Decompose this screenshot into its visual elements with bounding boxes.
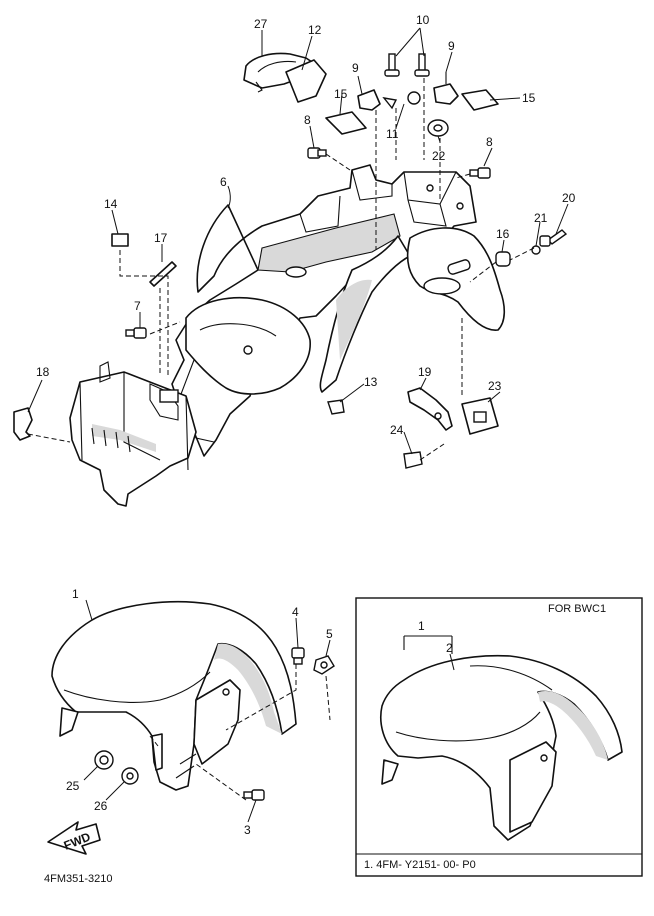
callout-8a: 8 bbox=[304, 113, 311, 127]
bolt-8-left bbox=[307, 147, 327, 159]
pad-left bbox=[325, 111, 367, 135]
battery-band-clip bbox=[13, 407, 33, 441]
figure-code: 4FM351-3210 bbox=[44, 873, 113, 885]
callout-5: 5 bbox=[326, 627, 333, 641]
callout-12: 12 bbox=[308, 23, 322, 37]
collar-25 bbox=[94, 750, 114, 770]
callout-4: 4 bbox=[292, 605, 299, 619]
strip-seal bbox=[149, 261, 177, 287]
callout-15b: 15 bbox=[522, 91, 536, 105]
callout-3: 3 bbox=[244, 823, 251, 837]
callout-1-inset: 1 bbox=[418, 619, 425, 633]
nut-5 bbox=[313, 655, 335, 675]
callout-26: 26 bbox=[94, 799, 108, 813]
screw-20 bbox=[539, 229, 568, 247]
screws-pair bbox=[384, 53, 430, 77]
callout-16: 16 bbox=[496, 227, 510, 241]
pad-right bbox=[461, 89, 499, 111]
callout-17: 17 bbox=[154, 231, 168, 245]
callout-15a: 15 bbox=[334, 87, 348, 101]
tool-cover bbox=[243, 52, 319, 89]
block-pad bbox=[111, 233, 129, 247]
collar bbox=[427, 119, 449, 137]
leader-lines bbox=[27, 27, 569, 823]
reflector-bracket bbox=[407, 387, 453, 431]
callout-numbers: 27 12 10 9 9 15 15 8 8 11 22 6 14 17 16 … bbox=[36, 13, 576, 837]
inset-title: FOR BWC1 bbox=[548, 603, 606, 615]
bolt-3 bbox=[243, 789, 265, 801]
bracket-left bbox=[357, 89, 381, 111]
bolt-4 bbox=[291, 647, 305, 665]
washer-26 bbox=[121, 767, 139, 785]
rear-fender-assembly bbox=[171, 164, 506, 457]
front-fender bbox=[51, 600, 297, 791]
bolt-8-right bbox=[469, 167, 491, 179]
callout-19: 19 bbox=[418, 365, 432, 379]
callout-9b: 9 bbox=[352, 61, 359, 75]
callout-21: 21 bbox=[534, 211, 548, 225]
battery-box bbox=[69, 361, 197, 507]
callout-9a: 9 bbox=[448, 39, 455, 53]
callout-25: 25 bbox=[66, 779, 80, 793]
callout-2-inset: 2 bbox=[446, 641, 453, 655]
callout-10: 10 bbox=[416, 13, 430, 27]
callout-11: 11 bbox=[386, 127, 399, 141]
assembly-lines-front bbox=[149, 664, 331, 801]
nut-24 bbox=[403, 451, 423, 469]
callout-20: 20 bbox=[562, 191, 576, 205]
callout-24: 24 bbox=[390, 423, 404, 437]
inset-panel: FOR BWC1 1. 4FM- Y2151- 00- P0 bbox=[355, 597, 643, 877]
callout-1: 1 bbox=[72, 587, 79, 601]
callout-27: 27 bbox=[254, 17, 268, 31]
forward-arrow: FWD bbox=[47, 821, 101, 855]
bolt-7 bbox=[125, 327, 147, 339]
callout-23: 23 bbox=[488, 379, 502, 393]
grommet-16 bbox=[495, 251, 511, 267]
callout-6: 6 bbox=[220, 175, 227, 189]
callout-7: 7 bbox=[134, 299, 141, 313]
callout-18: 18 bbox=[36, 365, 50, 379]
callout-8b: 8 bbox=[486, 135, 493, 149]
bracket-right bbox=[433, 83, 459, 105]
callout-22: 22 bbox=[432, 149, 446, 163]
callout-14: 14 bbox=[104, 197, 118, 211]
washer-21 bbox=[531, 245, 541, 255]
callout-13: 13 bbox=[364, 375, 378, 389]
inset-part-note: 1. 4FM- Y2151- 00- P0 bbox=[364, 859, 476, 871]
tool-box bbox=[285, 59, 327, 103]
nut-13 bbox=[327, 399, 345, 415]
inset-front-fender bbox=[380, 654, 623, 841]
assembly-lines-rear bbox=[27, 78, 535, 461]
